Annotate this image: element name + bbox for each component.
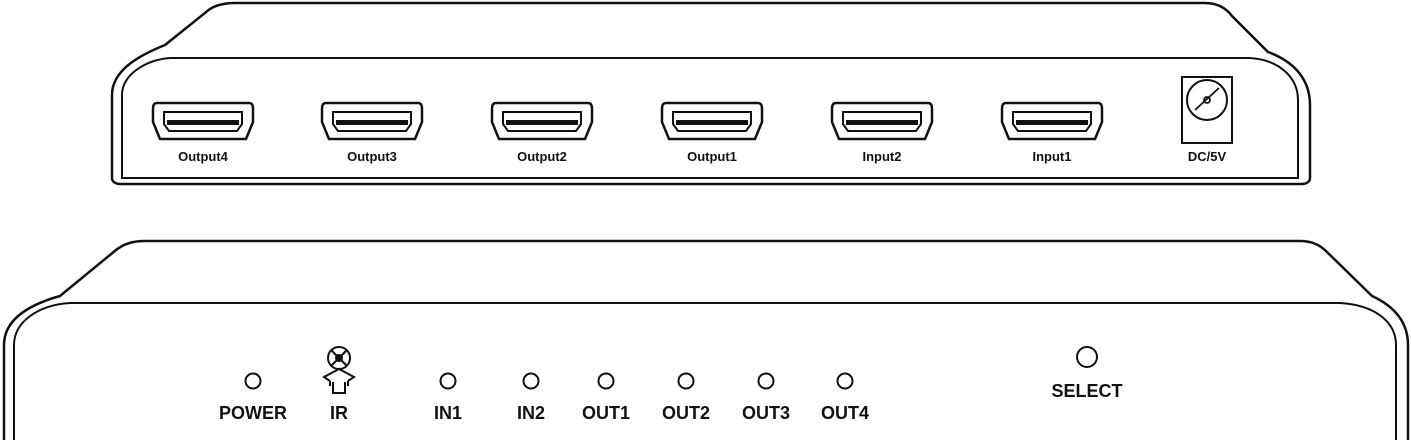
indicator-label: POWER: [219, 403, 287, 423]
hdmi-port-output4[interactable]: Output4: [151, 101, 255, 164]
led-out2: OUT2: [662, 372, 710, 423]
led-indicator-icon: [522, 372, 540, 390]
port-label: Input1: [1033, 149, 1072, 164]
hdmi-port-input1[interactable]: Input1: [1000, 101, 1104, 164]
front-panel: [2, 239, 1410, 440]
led-in1: IN1: [434, 372, 462, 423]
led-indicator-icon: [244, 372, 262, 390]
select-button-label: SELECT: [1051, 381, 1122, 401]
rear-face-outline: [121, 57, 1299, 179]
select-button[interactable]: SELECT: [1051, 346, 1123, 401]
port-label: Output4: [178, 149, 229, 164]
hdmi-port-icon: [660, 101, 764, 141]
hdmi-port-output2[interactable]: Output2: [490, 101, 594, 164]
led-in2: IN2: [517, 372, 545, 423]
indicator-label: OUT2: [662, 403, 710, 423]
led-out1: OUT1: [582, 372, 630, 423]
hdmi-port-icon: [151, 101, 255, 141]
port-label: Output2: [517, 149, 567, 164]
hdmi-port-input2[interactable]: Input2: [830, 101, 934, 164]
hdmi-port-icon: [490, 101, 594, 141]
indicator-label: OUT1: [582, 403, 630, 423]
led-out3: OUT3: [742, 372, 790, 423]
led-indicator-icon: [757, 372, 775, 390]
hdmi-port-icon: [830, 101, 934, 141]
led-indicator-icon: [597, 372, 615, 390]
indicator-label: IN1: [434, 403, 462, 423]
ir-receiver-icon: [322, 346, 356, 394]
hdmi-port-icon: [1000, 101, 1104, 141]
led-indicator-icon: [836, 372, 854, 390]
port-label: Output1: [687, 149, 737, 164]
dc-power-jack[interactable]: DC/5V: [1181, 76, 1233, 164]
select-button-icon: [1076, 346, 1098, 368]
led-indicator-icon: [439, 372, 457, 390]
led-indicator-icon: [677, 372, 695, 390]
rear-body-outline: [110, 1, 1312, 186]
dc-jack-label: DC/5V: [1188, 149, 1227, 164]
rear-panel: [110, 1, 1312, 186]
rear-ports: Output4 Output3 Output2 Outpu: [151, 101, 1104, 164]
indicator-label: IR: [330, 403, 348, 423]
hdmi-port-output3[interactable]: Output3: [320, 101, 424, 164]
port-label: Output3: [347, 149, 397, 164]
hdmi-port-icon: [320, 101, 424, 141]
indicator-label: OUT4: [821, 403, 869, 423]
front-face-outline: [13, 302, 1397, 440]
port-label: Input2: [863, 149, 902, 164]
front-indicators: POWER IR IN1 IN2 OUT1: [219, 346, 869, 423]
indicator-label: IN2: [517, 403, 545, 423]
indicator-label: OUT3: [742, 403, 790, 423]
front-body-outline: [2, 239, 1410, 440]
led-out4: OUT4: [821, 372, 869, 423]
led-power: POWER: [219, 372, 287, 423]
ir-receiver: IR: [322, 346, 356, 423]
hdmi-port-output1[interactable]: Output1: [660, 101, 764, 164]
dc-power-jack-icon: [1181, 76, 1233, 144]
